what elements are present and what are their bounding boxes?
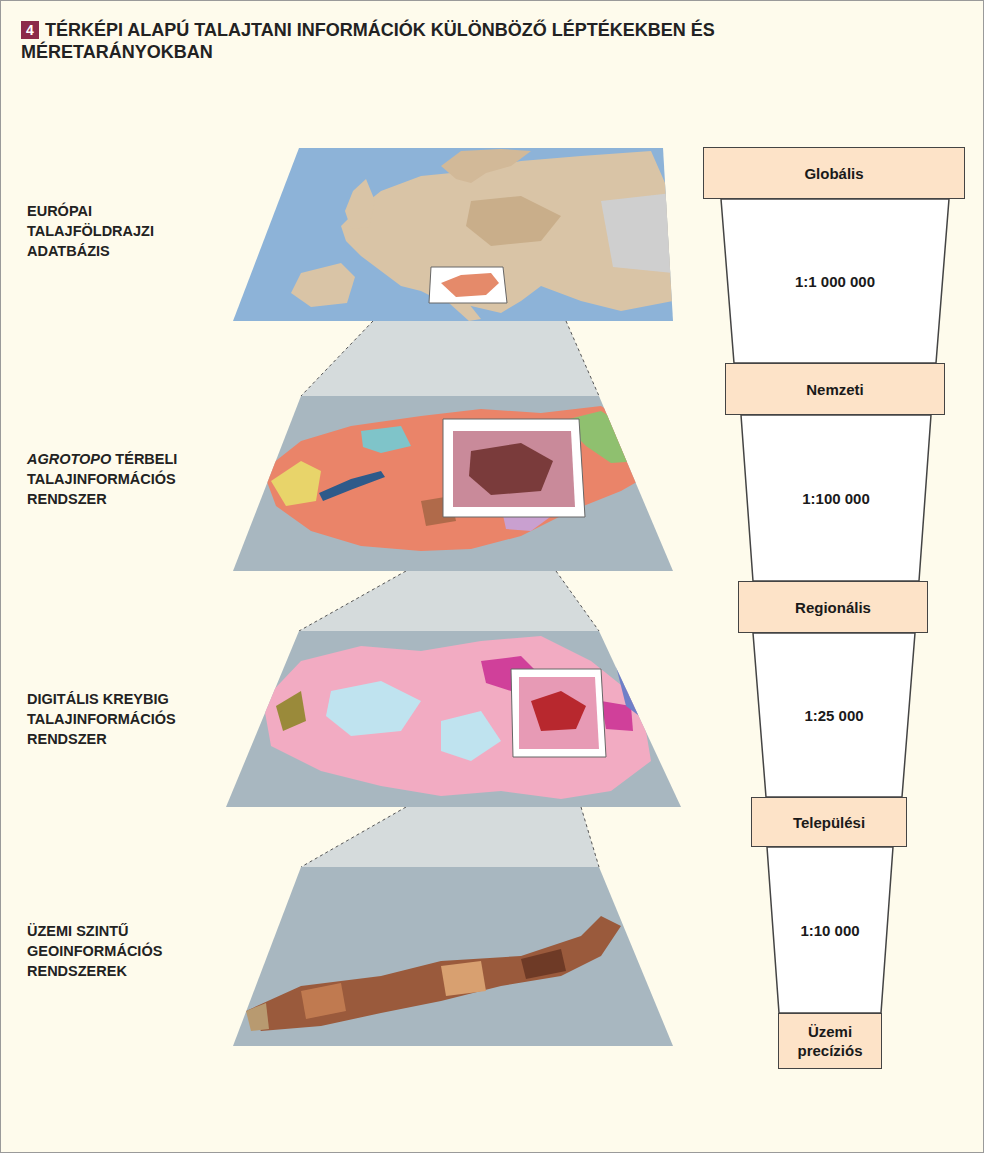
funnel-shape [721, 199, 949, 363]
land [291, 263, 355, 307]
parcel [441, 961, 486, 996]
diagram-title: TÉRKÉPI ALAPÚ TALAJTANI INFORMÁCIÓK KÜLÖ… [21, 19, 821, 63]
projection-line [299, 571, 406, 631]
region [263, 636, 651, 799]
projection-line [556, 571, 599, 631]
level-name: Nemzeti [806, 380, 864, 399]
funnel-shape [753, 633, 915, 797]
lake [319, 471, 385, 501]
parcel [301, 983, 346, 1019]
layer-label: ÜZEMI SZINTŰ GEOINFORMÁCIÓS RENDSZEREK [27, 921, 217, 981]
inset-map [469, 443, 553, 495]
layer-label: DIGITÁLIS KREYBIG TALAJINFORMÁCIÓS RENDS… [27, 689, 217, 749]
projection-line [301, 807, 406, 867]
projection-frustum [301, 807, 599, 867]
map-layer [233, 148, 673, 321]
land [601, 193, 673, 273]
projection-line [566, 321, 599, 396]
region [441, 711, 501, 761]
scale-ratio-funnel: 1:10 000 [767, 847, 893, 1013]
scale-level-box: Regionális [738, 581, 928, 633]
level-name: Globális [804, 164, 863, 183]
inset-frame [443, 419, 585, 517]
region [616, 666, 646, 721]
scale-ratio-funnel: 1:1 000 000 [721, 199, 949, 363]
level-name: Regionális [795, 598, 871, 617]
funnel-shape [741, 415, 931, 581]
scale-level-box: Települési [751, 797, 907, 847]
land [441, 149, 531, 183]
inset-map [519, 677, 599, 749]
region [263, 406, 656, 551]
scale-ratio: 1:100 000 [802, 489, 870, 508]
funnel-shape [767, 847, 893, 1013]
level-name: Üzemi precíziós [786, 1022, 874, 1060]
scale-ratio-funnel: 1:100 000 [741, 415, 931, 581]
inset-map [441, 273, 499, 297]
scale-ratio: 1:1 000 000 [795, 272, 875, 291]
scale-level-box: Üzemi precíziós [778, 1013, 882, 1069]
scale-ratio: 1:10 000 [800, 921, 859, 940]
projection-line [581, 807, 599, 867]
map-layer [233, 396, 673, 571]
scale-ratio-funnel: 1:25 000 [753, 633, 915, 797]
scale-level-box: Nemzeti [725, 363, 945, 415]
inset-frame [429, 267, 507, 303]
map-layer [233, 867, 673, 1046]
region [361, 426, 411, 453]
scale-level-box: Globális [703, 147, 965, 199]
level-name: Települési [793, 813, 865, 832]
region [271, 461, 321, 506]
layer-label: AGROTOPO TÉRBELI TALAJINFORMÁCIÓS RENDSZ… [27, 449, 217, 509]
parcel [246, 1003, 269, 1031]
inset-map [531, 691, 586, 731]
county-map [263, 636, 651, 799]
farm-map [246, 916, 621, 1031]
scale-ratio: 1:25 000 [804, 706, 863, 725]
projection-line [301, 321, 373, 396]
land [466, 196, 561, 246]
projection-frustum [301, 321, 599, 396]
hungary-map [263, 406, 656, 551]
figure-number: 4 [21, 21, 39, 39]
region [276, 691, 306, 731]
inset-frame [511, 669, 606, 757]
layer-label: EURÓPAI TALAJFÖLDRAJZI ADATBÁZIS [27, 201, 217, 261]
europe-map [291, 149, 673, 321]
projection-frustum [299, 571, 599, 631]
inset-map [453, 431, 575, 507]
land [341, 151, 673, 313]
land [345, 179, 375, 229]
parcel [246, 916, 621, 1031]
parcel [521, 949, 566, 979]
region [326, 681, 421, 736]
map-layer [226, 631, 681, 807]
